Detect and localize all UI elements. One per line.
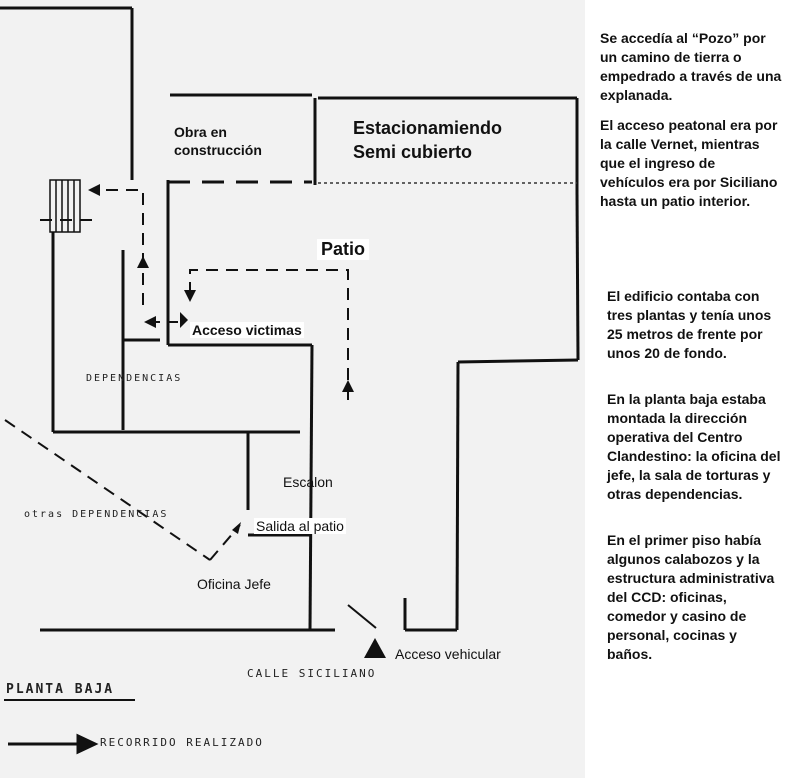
arrowhead: [342, 380, 354, 392]
legend-route-label: RECORRIDO REALIZADO: [100, 736, 264, 749]
legend-arrow-head: [76, 733, 99, 755]
wall: [575, 191, 580, 361]
gate-swing: [347, 604, 377, 629]
legend-arrow: [8, 733, 99, 755]
arrowhead: [232, 522, 241, 534]
route-path: [4, 189, 349, 561]
arrowhead: [137, 256, 149, 268]
room-label-oficina-jefe: Oficina Jefe: [197, 576, 271, 592]
description-panel: Se accedía al “Pozo” por un camino de ti…: [586, 0, 798, 778]
description-paragraph: El edificio contaba con tres plantas y t…: [607, 288, 772, 361]
wall: [457, 358, 579, 364]
room-label-obra: Obra en construcción: [174, 124, 262, 158]
arrowhead: [144, 316, 156, 328]
legend-floor-label: PLANTA BAJA: [6, 682, 115, 697]
room-label-patio: Patio: [317, 239, 370, 260]
wall: [308, 344, 314, 631]
floor-plan-drawing: [0, 6, 580, 755]
arrowhead: [180, 312, 188, 328]
description-paragraph: En la planta baja estaba montada la dire…: [607, 391, 781, 502]
room-label-otras-dependencias: otras DEPENDENCIAS: [24, 509, 169, 520]
room-label-salida-patio: Salida al patio: [254, 518, 346, 534]
wall: [455, 361, 460, 631]
room-label-acceso-vehicular: Acceso vehicular: [395, 646, 501, 662]
room-label-dependencias: DEPENDENCIAS: [86, 373, 183, 384]
description-paragraph: Se accedía al “Pozo” por un camino de ti…: [600, 30, 782, 103]
description-paragraph: En el primer piso había algunos calabozo…: [607, 532, 775, 662]
room-label-acceso-victimas: Acceso victimas: [190, 322, 304, 338]
stairs: [49, 179, 81, 233]
route-segment: [4, 419, 211, 561]
room-label-escalon: Escalon: [283, 474, 333, 490]
stairs-box: [49, 179, 81, 233]
walls: [0, 6, 580, 632]
route-segment: [90, 189, 144, 305]
room-label-estacionamiento: Estacionamiendo Semi cubierto: [353, 118, 503, 162]
description-paragraph: El acceso peatonal era por la calle Vern…: [600, 117, 778, 209]
route-segment: [189, 269, 349, 400]
route-arrowheads: [88, 184, 386, 658]
route-segment: [209, 524, 241, 561]
arrowhead: [88, 184, 100, 196]
street-label: CALLE SICILIANO: [247, 667, 377, 680]
vehicle-triangle: [364, 638, 386, 658]
arrowhead: [184, 290, 196, 302]
floor-plan: Obra en construcción Estacionamiendo Sem…: [0, 0, 585, 778]
gate-leaf: [347, 604, 377, 629]
